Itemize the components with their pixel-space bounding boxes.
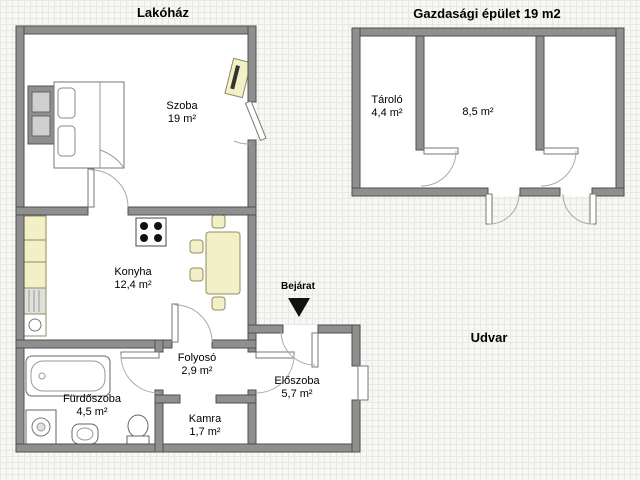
door-leaf (244, 100, 267, 142)
bathroom-sink (71, 423, 99, 445)
room-label-eloszoba: Előszoba 5,7 m² (274, 375, 319, 401)
door-arc (280, 330, 316, 366)
door-arc (120, 354, 160, 394)
wall (127, 206, 257, 216)
wall (15, 25, 257, 35)
wall (15, 339, 173, 349)
door-arc (174, 304, 213, 343)
wall (351, 27, 625, 37)
door-leaves (87, 100, 597, 401)
wall (211, 339, 257, 349)
room-area: 2,9 m² (181, 365, 213, 377)
room-area: 5,7 m² (281, 388, 313, 400)
entrance-arrow-icon (288, 298, 310, 317)
house-title: Lakóház (136, 5, 190, 20)
chair (189, 239, 204, 254)
wall (154, 394, 181, 404)
chair (211, 214, 226, 229)
door-arc (540, 150, 577, 187)
door-leaf (120, 351, 160, 359)
room-name: Folyosó (177, 352, 217, 364)
wall (519, 187, 561, 197)
door-leaf (485, 193, 493, 225)
room-name: Konyha (114, 266, 152, 278)
door-arcs (90, 140, 594, 394)
washing-machine (25, 409, 57, 445)
stove (135, 217, 167, 247)
wall (351, 27, 361, 197)
room-label-kamra: Kamra 1,7 m² (189, 413, 221, 439)
door-leaf (423, 147, 459, 155)
room-area: 1,7 m² (189, 426, 221, 438)
wall (15, 206, 89, 216)
bed (53, 81, 125, 169)
wall (351, 324, 361, 367)
door-arc (562, 193, 594, 225)
wall (154, 389, 164, 453)
room-area: 4,4 m² (371, 107, 403, 119)
eloszoba-footprint (248, 325, 360, 452)
wall (154, 339, 164, 353)
wall (351, 187, 489, 197)
dining-table (189, 214, 241, 311)
walls (15, 25, 625, 453)
room-label-szoba: Szoba 19 m² (166, 100, 197, 126)
wall (415, 35, 425, 151)
wall (591, 187, 625, 197)
door-leaf (311, 332, 319, 368)
room-area: 8,5 m² (462, 106, 494, 118)
door-arc (233, 140, 250, 145)
room-area: 12,4 m² (114, 279, 152, 291)
wall (247, 389, 257, 445)
room-name: Tároló (371, 94, 403, 106)
doors (87, 100, 597, 401)
door-arc (420, 150, 457, 187)
kitchen-counter (23, 215, 47, 337)
door-leaf (87, 168, 95, 208)
door-leaf (543, 147, 579, 155)
wardrobe (27, 85, 55, 145)
room-name: Kamra (188, 413, 222, 425)
room-label-konyha: Konyha 12,4 m² (114, 266, 151, 292)
wall (351, 399, 361, 453)
yard-label: Udvar (470, 330, 508, 345)
door-leaf (357, 365, 369, 401)
toilet (126, 414, 150, 445)
outbuilding-footprint (352, 28, 624, 196)
room-label-storage: 8,5 m² (462, 106, 493, 119)
wall (535, 35, 545, 151)
bathtub (25, 355, 111, 397)
furniture (23, 57, 252, 445)
wall (15, 25, 25, 453)
door-arc (90, 169, 129, 208)
room-label-tarolo: Tároló 4,4 m² (371, 94, 402, 120)
door-leaf (255, 351, 295, 359)
wall (247, 25, 257, 103)
door-leaf (589, 193, 597, 225)
door-leaf (171, 303, 179, 343)
entrance-label: Bejárat (281, 281, 315, 292)
room-area: 19 m² (167, 113, 197, 125)
wall (247, 324, 284, 334)
room-label-folyoso: Folyosó 2,9 m² (178, 352, 217, 378)
room-name: Előszoba (274, 375, 320, 387)
wall (215, 394, 257, 404)
wall (15, 443, 361, 453)
room-area: 4,5 m² (76, 406, 108, 418)
chair (189, 267, 204, 282)
chair (211, 296, 226, 311)
tv (224, 57, 252, 99)
room-name: Szoba (166, 100, 198, 112)
door-arc (488, 193, 520, 225)
drainer (23, 287, 47, 315)
door-arc (255, 354, 295, 394)
wall (247, 139, 257, 334)
room-name: Fürdőszoba (62, 393, 122, 405)
outbuilding-title: Gazdasági épület 19 m2 (413, 6, 561, 21)
room-label-furdoszoba: Fürdőszoba 4,5 m² (63, 393, 121, 419)
wall (615, 27, 625, 197)
